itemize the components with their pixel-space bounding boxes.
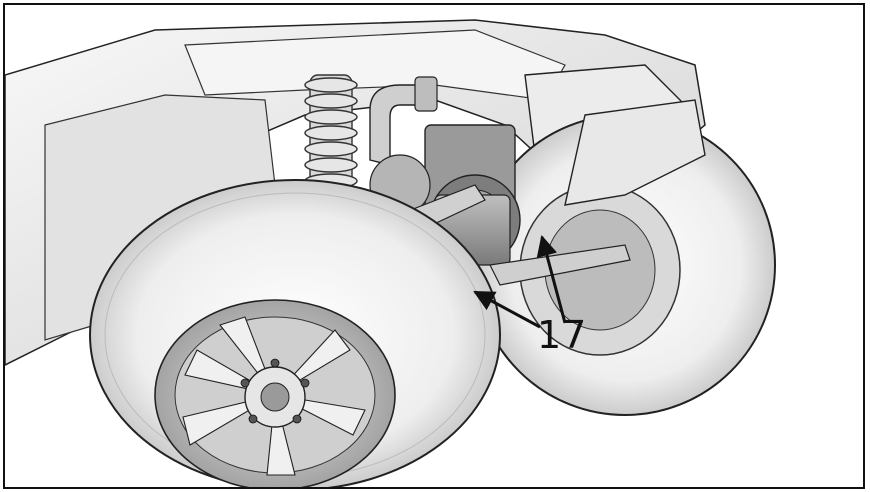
arrow-to-right-tab (536, 234, 567, 324)
callout-number-label: 17 (537, 313, 588, 357)
atv-rear-wheel-illustration (5, 19, 776, 487)
figure-frame: 17 (3, 3, 865, 489)
coil-spring (304, 74, 358, 196)
arrow-to-left-tab (473, 290, 541, 329)
fender-top-panel (184, 29, 566, 101)
callout-arrows (473, 234, 567, 329)
exhaust-muffler (564, 99, 706, 206)
